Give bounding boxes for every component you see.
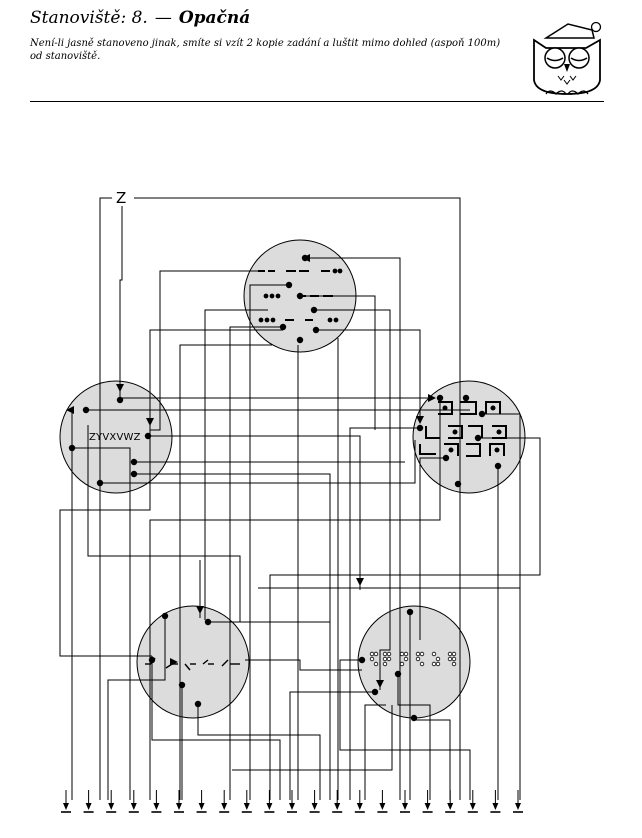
output-arrow-head	[515, 803, 521, 810]
rules-note: Není-li jasně stanoveno jinak, smíte si …	[30, 37, 530, 63]
cipher-wiring-diagram	[59, 197, 541, 813]
output-arrow-head	[221, 803, 228, 810]
start-label: Z	[116, 189, 127, 207]
junction-dots	[68, 254, 502, 722]
header-rule	[30, 101, 604, 102]
output-arrow-head	[266, 803, 273, 810]
output-arrow-head	[492, 803, 499, 810]
pigpen-symbols	[419, 401, 507, 457]
station-title: Stanoviště: 8. — Opačná	[30, 8, 250, 28]
output-arrow-head	[63, 803, 69, 810]
title-dash: —	[154, 8, 172, 28]
braille-symbols	[369, 651, 457, 667]
output-arrow-head	[130, 803, 137, 810]
output-arrow-head	[424, 803, 431, 810]
output-arrow-head	[176, 803, 182, 810]
output-arrow-head	[402, 803, 408, 810]
output-arrow-head	[356, 803, 363, 810]
station-label: Stanoviště: 8.	[30, 8, 148, 28]
output-arrow-head	[379, 803, 386, 810]
output-arrows	[61, 790, 523, 813]
puzzle-name: Opačná	[178, 8, 251, 28]
owl-logo-icon	[533, 21, 602, 95]
rules-note-line-2: od stanoviště.	[30, 51, 101, 62]
entry-arrows	[66, 254, 436, 688]
letters-cipher-text: ZYVXVWZ	[89, 432, 141, 443]
output-arrow-head	[85, 803, 92, 810]
output-arrow-head	[311, 803, 318, 810]
output-arrow-head	[153, 803, 160, 810]
rules-note-line-1: Není-li jasně stanoveno jinak, smíte si …	[30, 38, 501, 49]
output-arrow-head	[108, 803, 115, 810]
output-arrow-head	[289, 803, 295, 810]
output-arrow-head	[243, 803, 250, 810]
output-arrow-head	[334, 803, 341, 810]
output-arrow-head	[447, 803, 454, 810]
output-arrow-head	[469, 803, 476, 810]
output-arrow-head	[198, 803, 205, 810]
